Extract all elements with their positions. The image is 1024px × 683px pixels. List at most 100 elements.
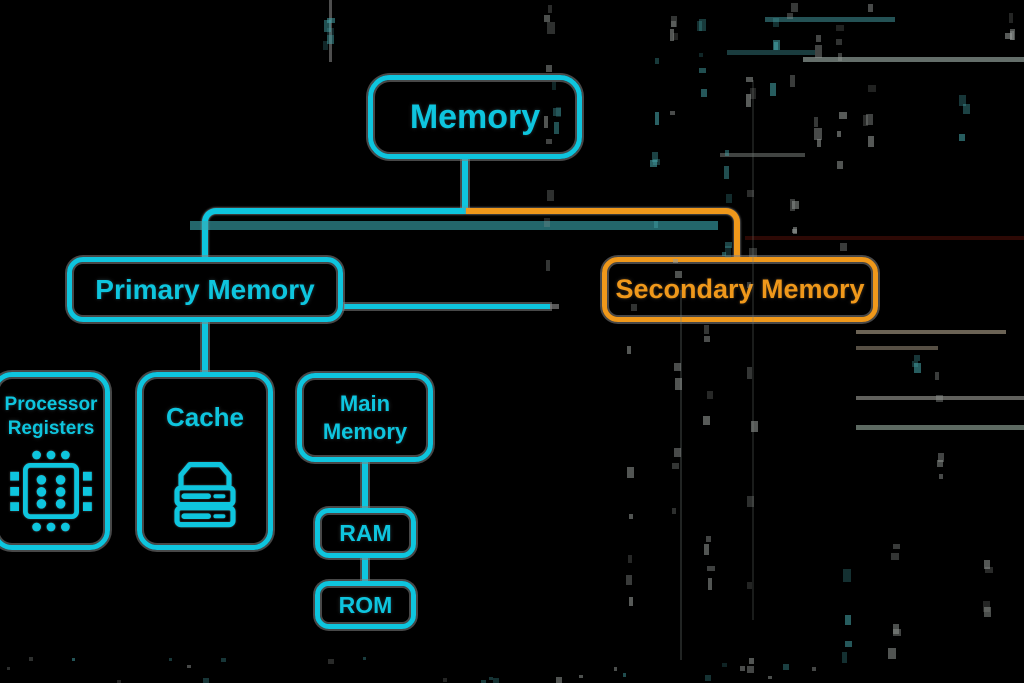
noise-artifact bbox=[700, 89, 708, 97]
node-memory-label: Memory bbox=[409, 97, 541, 136]
noise-artifact bbox=[555, 677, 562, 683]
noise-artifact bbox=[836, 24, 844, 31]
noise-artifact bbox=[675, 377, 683, 390]
noise-artifact bbox=[720, 153, 805, 157]
noise-artifact bbox=[984, 606, 991, 617]
noise-artifact bbox=[703, 335, 710, 343]
noise-artifact bbox=[746, 581, 752, 590]
noise-artifact bbox=[704, 325, 710, 334]
noise-artifact bbox=[746, 281, 751, 289]
noise-artifact bbox=[811, 667, 816, 672]
noise-artifact bbox=[362, 656, 366, 660]
noise-artifact bbox=[117, 679, 121, 683]
noise-artifact bbox=[672, 507, 677, 515]
noise-artifact bbox=[699, 67, 707, 74]
noise-artifact bbox=[749, 247, 757, 258]
noise-artifact bbox=[671, 21, 677, 28]
noise-artifact bbox=[443, 678, 448, 683]
noise-artifact bbox=[724, 150, 730, 157]
noise-artifact bbox=[773, 18, 779, 28]
noise-artifact bbox=[813, 116, 819, 127]
noise-artifact bbox=[703, 543, 710, 556]
noise-artifact bbox=[843, 569, 851, 582]
connector-memory-down bbox=[462, 158, 468, 210]
noise-artifact bbox=[914, 362, 921, 373]
noise-artifact bbox=[746, 190, 754, 197]
noise-artifact bbox=[724, 246, 732, 258]
noise-artifact bbox=[654, 57, 660, 64]
noise-artifact bbox=[670, 15, 678, 28]
noise-artifact bbox=[787, 12, 793, 20]
noise-artifact bbox=[844, 615, 851, 626]
noise-artifact bbox=[545, 65, 552, 72]
noise-artifact bbox=[725, 241, 732, 249]
noise-artifact bbox=[672, 463, 680, 470]
noise-artifact bbox=[326, 35, 335, 45]
noise-artifact bbox=[936, 459, 944, 468]
noise-artifact bbox=[772, 40, 780, 50]
noise-artifact bbox=[816, 139, 821, 147]
noise-artifact bbox=[628, 596, 633, 606]
noise-artifact bbox=[673, 447, 682, 458]
noise-artifact bbox=[868, 3, 873, 12]
noise-artifact bbox=[187, 664, 191, 668]
noise-artifact bbox=[554, 122, 559, 134]
noise-artifact bbox=[836, 131, 842, 138]
connector-memory-to-primary bbox=[202, 208, 466, 258]
noise-artifact bbox=[699, 53, 704, 58]
node-main-memory: Main Memory bbox=[297, 373, 433, 462]
noise-artifact bbox=[752, 80, 754, 620]
noise-artifact bbox=[844, 640, 853, 648]
noise-artifact bbox=[705, 675, 712, 681]
noise-artifact bbox=[841, 651, 847, 663]
noise-artifact bbox=[653, 221, 658, 228]
node-primary-memory: Primary Memory bbox=[67, 257, 343, 322]
noise-artifact bbox=[791, 2, 798, 13]
noise-artifact bbox=[865, 113, 874, 125]
noise-artifact bbox=[1005, 32, 1013, 39]
noise-artifact bbox=[221, 657, 226, 663]
noise-artifact bbox=[1008, 12, 1013, 23]
noise-artifact bbox=[856, 346, 938, 350]
storage-stack-icon bbox=[165, 448, 245, 541]
noise-artifact bbox=[327, 17, 335, 23]
node-secondary-memory-label: Secondary Memory bbox=[615, 273, 865, 304]
connector-main-to-ram bbox=[362, 460, 368, 510]
noise-artifact bbox=[746, 366, 753, 380]
node-rom: ROM bbox=[315, 581, 416, 629]
noise-artifact bbox=[545, 139, 553, 144]
noise-artifact bbox=[745, 94, 751, 107]
noise-artifact bbox=[791, 201, 800, 210]
noise-artifact bbox=[545, 260, 551, 272]
noise-artifact bbox=[650, 160, 658, 167]
node-rom-label: ROM bbox=[338, 591, 393, 618]
noise-artifact bbox=[747, 666, 754, 674]
noise-artifact bbox=[892, 629, 901, 637]
noise-artifact bbox=[750, 421, 758, 433]
noise-artifact bbox=[1010, 28, 1016, 41]
cpu-chip-icon bbox=[7, 447, 95, 541]
noise-artifact bbox=[739, 665, 745, 671]
noise-artifact bbox=[670, 110, 676, 115]
noise-artifact bbox=[705, 536, 711, 542]
noise-artifact bbox=[703, 415, 711, 425]
noise-artifact bbox=[543, 217, 551, 228]
noise-artifact bbox=[673, 258, 678, 264]
noise-artifact bbox=[328, 658, 334, 665]
noise-artifact bbox=[628, 554, 633, 564]
noise-artifact bbox=[613, 666, 618, 671]
noise-artifact bbox=[71, 657, 75, 662]
noise-artifact bbox=[670, 29, 675, 41]
node-cache-label: Cache bbox=[165, 402, 245, 432]
connector-shadow-band bbox=[190, 221, 718, 230]
noise-artifact bbox=[769, 83, 776, 97]
noise-artifact bbox=[672, 32, 679, 41]
noise-artifact bbox=[622, 673, 627, 677]
noise-artifact bbox=[654, 112, 659, 125]
noise-artifact bbox=[697, 21, 702, 32]
node-ram-label: RAM bbox=[339, 519, 392, 546]
connector-primary-to-cache bbox=[202, 320, 208, 374]
noise-artifact bbox=[985, 567, 994, 573]
noise-artifact bbox=[707, 565, 716, 571]
